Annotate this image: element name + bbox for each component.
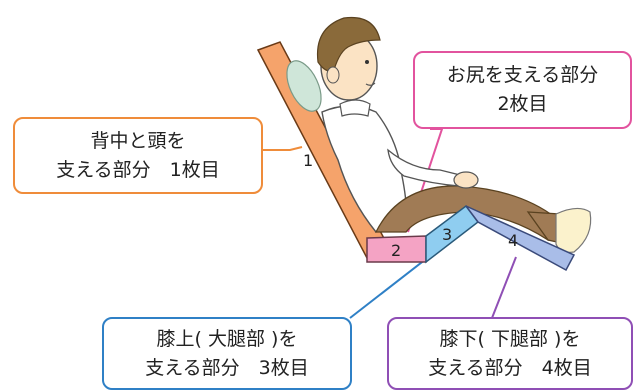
callout-back-head: 背中と頭を 支える部分 1枚目 bbox=[13, 117, 263, 194]
segment-4-label: 4 bbox=[508, 231, 518, 250]
callout-buttocks-line2: 2枚目 bbox=[497, 93, 548, 115]
leader-line-lower-leg bbox=[491, 256, 517, 319]
segment-2-label: 2 bbox=[391, 241, 401, 260]
leader-line-back bbox=[262, 146, 303, 151]
callout-thigh-line2: 支える部分 3枚目 bbox=[145, 356, 309, 379]
callout-thigh-line1: 膝上( 大腿部 )を bbox=[156, 327, 298, 350]
eye bbox=[365, 60, 369, 64]
callout-thigh: 膝上( 大腿部 )を 支える部分 3枚目 bbox=[102, 317, 352, 390]
ear bbox=[326, 66, 340, 84]
callout-lower-leg-line2: 支える部分 4枚目 bbox=[428, 356, 592, 379]
leader-line-thigh bbox=[349, 251, 436, 319]
callout-buttocks-line1: お尻を支える部分 bbox=[446, 64, 599, 86]
callout-lower-leg-line1: 膝下( 下腿部 )を bbox=[439, 327, 581, 350]
arm bbox=[387, 148, 465, 187]
segment-4-lower-leg bbox=[465, 205, 576, 272]
segment-3-label: 3 bbox=[442, 225, 452, 244]
head-cushion bbox=[286, 60, 322, 112]
callout-back-head-line2: 支える部分 1枚目 bbox=[56, 158, 220, 181]
callout-back-head-line1: 背中と頭を bbox=[90, 129, 186, 152]
mouth bbox=[365, 82, 376, 86]
foot bbox=[555, 207, 592, 253]
callout-buttocks: お尻を支える部分 2枚目 bbox=[413, 51, 632, 129]
callout-lower-leg: 膝下( 下腿部 )を 支える部分 4枚目 bbox=[387, 317, 633, 390]
collar bbox=[339, 99, 371, 117]
segment-1-label: 1 bbox=[303, 151, 313, 170]
hand bbox=[453, 171, 479, 189]
